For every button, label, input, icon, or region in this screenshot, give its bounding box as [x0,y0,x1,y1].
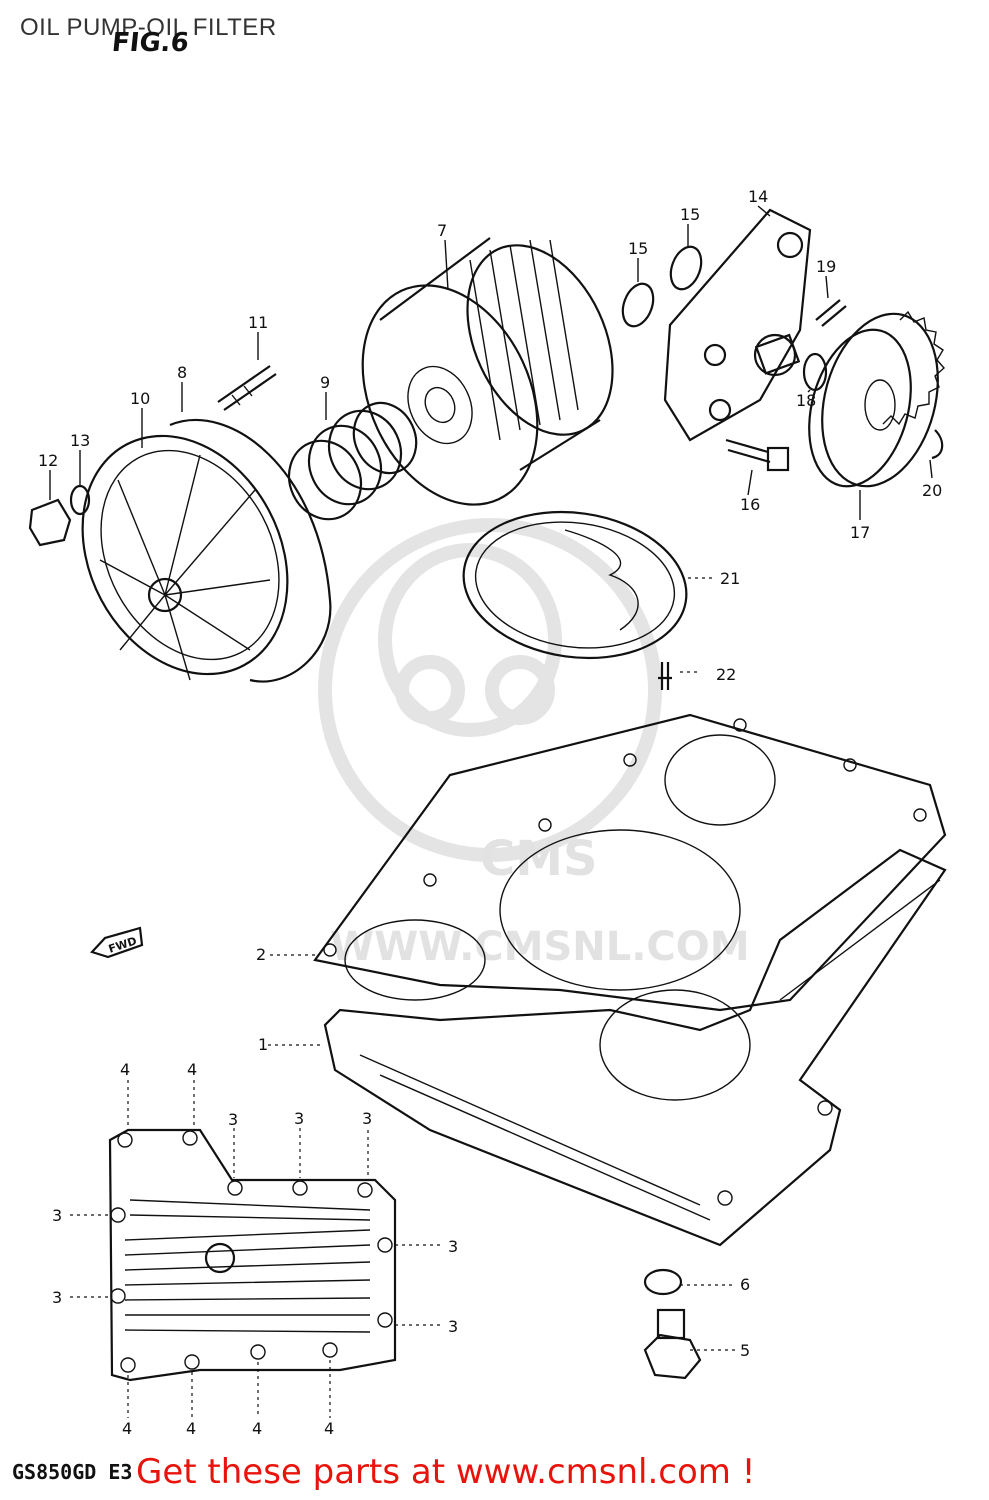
oil-pump [663,208,812,442]
watermark: CMS WWW.CMSNL.COM [318,518,750,970]
callout-3e: 3 [52,1288,62,1307]
callout-2: 2 [256,945,266,964]
circlip [931,429,944,460]
callout-18: 18 [796,391,816,410]
oil-filter-cap [81,434,289,681]
callout-3d: 3 [52,1206,62,1225]
oil-drain-plug [643,1308,702,1380]
cap-nut [28,498,72,547]
callout-3g: 3 [448,1317,458,1336]
callout-11: 11 [248,313,268,332]
crankcase-oil-pan [323,848,947,1247]
callout-17: 17 [850,523,870,542]
strainer-clip [658,662,672,690]
forward-direction-marker: FWD [90,926,144,959]
drain-plug-gasket [643,1268,683,1296]
callout-4c: 4 [122,1419,132,1438]
leader-lines [49,205,933,1418]
watermark-logo-text: CMS [480,831,598,887]
pump-mounting-bolt [725,438,790,472]
callout-20: 20 [922,481,942,500]
callout-4f: 4 [324,1419,334,1438]
callout-1: 1 [258,1035,268,1054]
callout-6: 6 [740,1275,750,1294]
dowel-pin [815,299,847,327]
stud-bolt [217,365,277,411]
callout-15a: 15 [628,239,648,258]
callout-8: 8 [177,363,187,382]
callout-4b: 4 [187,1060,197,1079]
oil-pan [108,1128,397,1382]
callout-4a: 4 [120,1060,130,1079]
oil-pump-driven-gear [808,310,945,488]
o-ring-gasket [169,419,332,683]
callout-5: 5 [740,1341,750,1360]
oil-pan-gasket [313,713,947,1012]
callout-3f: 3 [448,1237,458,1256]
callout-4d: 4 [186,1419,196,1438]
callout-13: 13 [70,431,90,450]
callout-19: 19 [816,257,836,276]
callout-3b: 3 [294,1109,304,1128]
filter-spring [287,401,418,521]
oil-filter-element [361,237,614,506]
callout-21: 21 [720,569,740,588]
callout-9: 9 [320,373,330,392]
callout-7: 7 [437,221,447,240]
callout-16: 16 [740,495,760,514]
o-ring-15b [669,245,703,291]
washer [69,484,91,516]
callout-14: 14 [748,187,768,206]
o-ring-15a [621,282,655,328]
callout-10: 10 [130,389,150,408]
callout-22: 22 [716,665,736,684]
page-title: OIL PUMP-OIL FILTER [20,14,277,41]
callout-15b: 15 [680,205,700,224]
oil-strainer [462,510,688,660]
callout-12: 12 [38,451,58,470]
callout-labels: 7 11 8 10 9 13 12 15 15 14 19 18 16 17 2… [38,187,942,1438]
callout-3c: 3 [362,1109,372,1128]
model-code: GS850GD E3 [12,1460,133,1484]
callout-3a: 3 [228,1110,238,1129]
watermark-url: WWW.CMSNL.COM [330,924,750,970]
get-parts-link[interactable]: Get these parts at www.cmsnl.com ! [136,1452,756,1492]
callout-4e: 4 [252,1419,262,1438]
figure-number: FIG.6 [110,28,191,58]
